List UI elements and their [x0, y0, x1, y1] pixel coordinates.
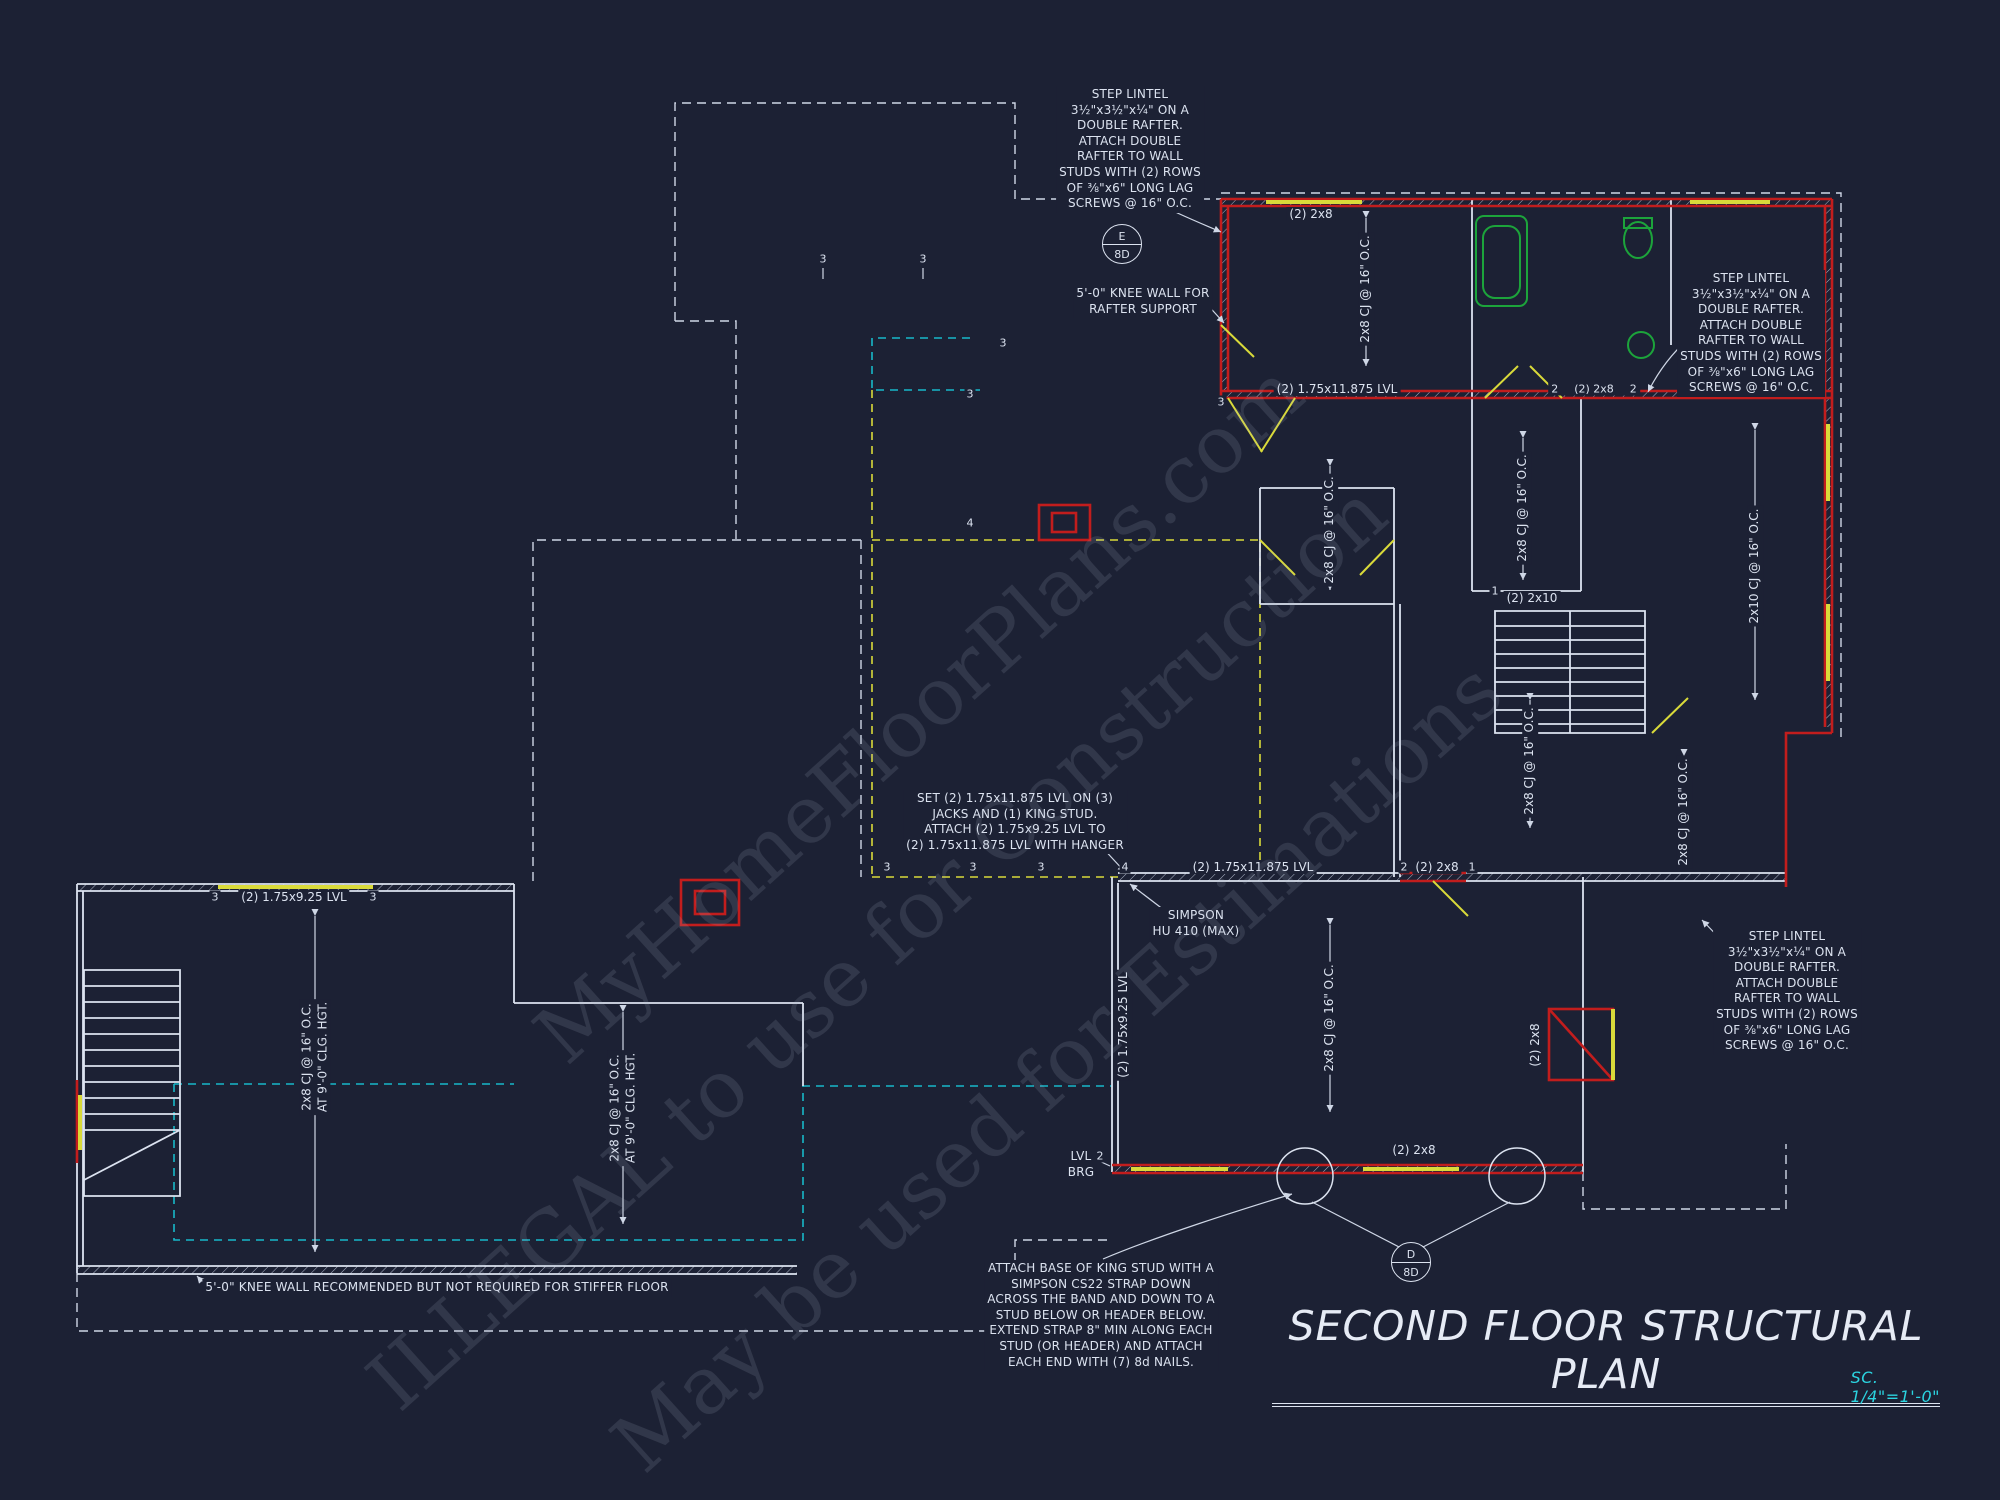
detail-marker-d-letter: D — [1392, 1243, 1430, 1263]
marker-3: 3 — [964, 387, 976, 401]
note-step-lintel-top: STEP LINTEL 3½"x3½"x¼" ON A DOUBLE RAFTE… — [1056, 86, 1204, 213]
detail-marker-e: E 8D — [1102, 224, 1142, 264]
marker-4: 4 — [1119, 860, 1131, 874]
detail-marker-d: D 8D — [1391, 1242, 1431, 1282]
toilet — [1623, 221, 1653, 259]
joist-direction-arrows — [311, 210, 1759, 1252]
joist-label-2x8: 2x8 CJ @ 16" O.C. — [1358, 232, 1374, 346]
label-lvl-11875-mid: (2) 1.75x11.875 LVL — [1189, 860, 1317, 874]
note-lvl-brg: LVL BRG — [1064, 1148, 1098, 1182]
marker-2: 2 — [1094, 1149, 1106, 1163]
detail-marker-e-sheet: 8D — [1114, 247, 1130, 261]
label-lvl-925-left: (2) 1.75x9.25 LVL — [238, 890, 350, 904]
ceiling-break-lines-cyan — [173, 337, 1112, 1241]
joist-label-2x10: 2x10 CJ @ 16" O.C. — [1747, 505, 1763, 627]
page-title: SECOND FLOOR STRUCTURAL PLAN — [1272, 1302, 1940, 1407]
marker-3: 3 — [817, 252, 829, 266]
column-circles — [1276, 1147, 1546, 1205]
joist-label-2x8: 2x8 CJ @ 16" O.C. — [1515, 451, 1531, 565]
note-simpson-hanger: SIMPSON HU 410 (MAX) — [1149, 907, 1243, 941]
label-beam-2x8-mid: (2) 2x8 — [1412, 860, 1462, 874]
bearing-lines-yellow — [871, 390, 1261, 878]
marker-3: 3 — [881, 860, 893, 874]
beam-label-lvl-925: (2) 1.75x9.25 LVL — [1116, 969, 1132, 1081]
joist-label-2x8-9ft: 2x8 CJ @ 16" O.C. AT 9'-0" CLG. HGT. — [607, 1049, 639, 1167]
marker-4: 4 — [964, 516, 976, 530]
note-step-lintel-lower: STEP LINTEL 3½"x3½"x¼" ON A DOUBLE RAFTE… — [1713, 928, 1861, 1055]
label-beam-2x8: (2) 2x8 — [1574, 382, 1614, 396]
stairs-left — [83, 969, 181, 1197]
note-step-lintel-right: STEP LINTEL 3½"x3½"x¼" ON A DOUBLE RAFTE… — [1677, 270, 1825, 397]
marker-2: 2 — [1398, 860, 1410, 874]
label-beam-2x8-bottom: (2) 2x8 — [1389, 1143, 1439, 1157]
note-knee-wall-rafter: 5'-0" KNEE WALL FOR RAFTER SUPPORT — [1073, 285, 1213, 319]
label-lvl-11875-top: (2) 1.75x11.875 LVL — [1273, 382, 1401, 396]
beam-label-2x8: (2) 2x8 — [1528, 1020, 1544, 1070]
marker-2: 2 — [1551, 382, 1559, 396]
marker-3: 3 — [367, 890, 379, 904]
stairs-right — [1494, 610, 1646, 734]
joist-label-2x8: 2x8 CJ @ 16" O.C. — [1522, 704, 1538, 818]
marker-3: 3 — [917, 252, 929, 266]
note-set-lvl: SET (2) 1.75x11.875 LVL ON (3) JACKS AND… — [903, 790, 1127, 855]
joist-label-2x8-9ft: 2x8 CJ @ 16" O.C. AT 9'-0" CLG. HGT. — [299, 998, 331, 1116]
roof-outline-dashed — [76, 102, 1842, 1332]
marker-1: 1 — [1489, 584, 1501, 598]
note-strap: ATTACH BASE OF KING STUD WITH A SIMPSON … — [984, 1260, 1218, 1372]
drawing-scale: SC. 1/4"=1'-0" — [1850, 1368, 1940, 1406]
detail-marker-d-sheet: 8D — [1403, 1265, 1419, 1279]
leader-lines — [196, 199, 1730, 1295]
marker-1: 1 — [1466, 860, 1478, 874]
marker-3: 3 — [1215, 395, 1227, 409]
joist-label-2x8: 2x8 CJ @ 16" O.C. — [1676, 755, 1692, 869]
wall-hatch-bands — [77, 199, 1832, 1274]
detail-marker-e-letter: E — [1103, 225, 1141, 245]
label-beam-2x8-top: (2) 2x8 — [1286, 207, 1336, 221]
window-segments-yellow — [78, 200, 1830, 1171]
bath-fixtures-green — [1475, 215, 1655, 359]
joist-label-2x8: 2x8 CJ @ 16" O.C. — [1322, 961, 1338, 1075]
bathtub — [1475, 215, 1528, 307]
label-beam-2x10: (2) 2x10 — [1503, 591, 1561, 605]
marker-3: 3 — [997, 336, 1009, 350]
joist-label-2x8: 2x8 CJ @ 16" O.C. — [1322, 473, 1338, 587]
sink — [1627, 331, 1655, 359]
door-swings-yellow — [1220, 324, 1689, 917]
exterior-walls-red — [75, 197, 1834, 1175]
marker-3: 3 — [1035, 860, 1047, 874]
marker-2: 2 — [1629, 382, 1637, 396]
note-knee-wall-floor: 5'-0" KNEE WALL RECOMMENDED BUT NOT REQU… — [202, 1279, 672, 1297]
marker-3: 3 — [967, 860, 979, 874]
marker-3: 3 — [209, 890, 221, 904]
label-row-2x8-top-right: 2 (2) 2x8 2 — [1548, 382, 1640, 396]
